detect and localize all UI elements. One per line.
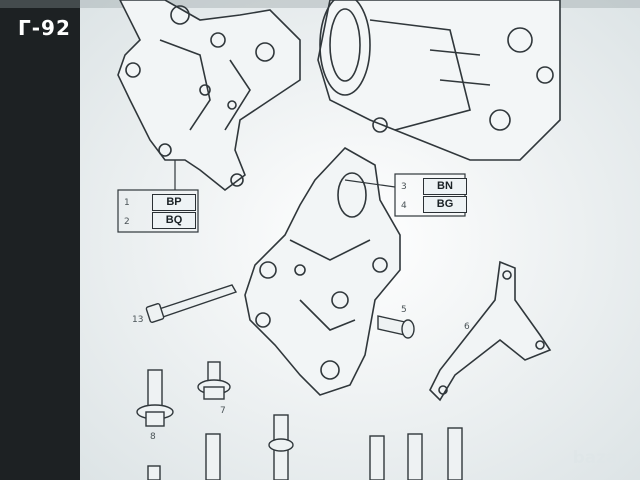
callout-frame-right [394, 173, 466, 217]
part-number-6: 6 [464, 322, 470, 332]
main-bracket [244, 146, 401, 396]
upper-bracket [117, 0, 301, 192]
support-bracket [429, 260, 552, 402]
part-number-8: 8 [150, 432, 156, 442]
part-number-5: 5 [401, 305, 407, 315]
callout-code-bg: BG [423, 196, 467, 213]
callout-num-4: 4 [401, 201, 407, 211]
callout-num-1: 1 [124, 198, 130, 208]
callout-code-bp: BP [152, 194, 196, 211]
page-tag-label: Г-92 [18, 16, 71, 40]
callout-code-bn: BN [423, 178, 467, 195]
leader-line-right [344, 179, 396, 188]
callout-num-3: 3 [401, 182, 407, 192]
part-number-13: 13 [132, 315, 144, 325]
callout-frame-left [117, 189, 199, 233]
callout-code-bq: BQ [152, 212, 196, 229]
long-bolt [145, 284, 238, 323]
callout-num-2: 2 [124, 217, 130, 227]
watermark-logo: bazar [572, 448, 626, 468]
flange-bolts [136, 361, 463, 480]
pin-bolt [377, 315, 415, 339]
part-number-7: 7 [220, 406, 226, 416]
ac-compressor [317, 0, 561, 161]
